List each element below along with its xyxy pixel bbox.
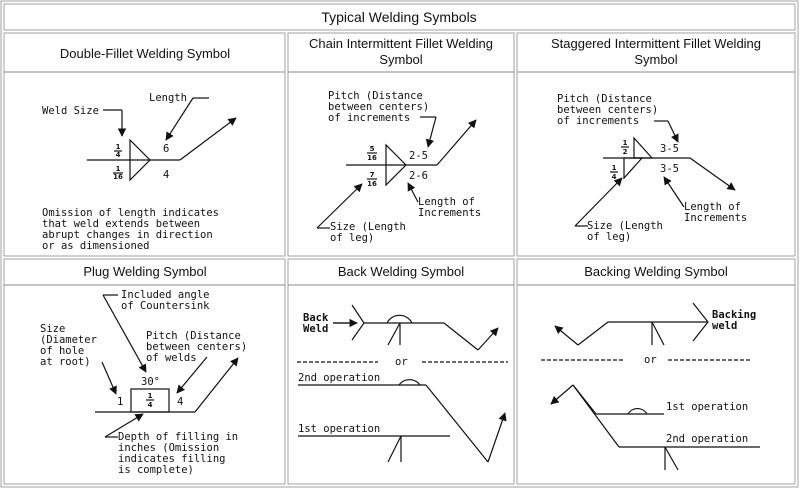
length-label-1: Length of	[418, 196, 475, 208]
pitch-label-2: between centers)	[557, 104, 658, 116]
size-label-2: (Diameter	[40, 334, 97, 346]
header-staggered-line2: Symbol	[634, 52, 677, 67]
length-label-2: Increments	[684, 212, 747, 224]
header-double-fillet: Double-Fillet Welding Symbol	[60, 46, 230, 61]
header-staggered-line1: Staggered Intermittent Fillet Welding	[551, 36, 761, 51]
header-back: Back Welding Symbol	[338, 264, 464, 279]
second-operation-label: 2nd operation	[666, 433, 748, 445]
size-label-4: at root)	[40, 356, 91, 368]
svg-text:4: 4	[612, 173, 617, 181]
depth-label-4: is complete)	[118, 464, 194, 476]
top-length-value: 6	[163, 143, 169, 155]
header-chain-line1: Chain Intermittent Fillet Welding	[309, 36, 493, 51]
length-label-2: Increments	[418, 207, 481, 219]
note-line-2: that weld extends between	[42, 218, 200, 230]
top-dimension: 2-5	[409, 150, 428, 162]
size-label-2: of leg)	[587, 231, 631, 243]
svg-text:1: 1	[116, 143, 121, 151]
length-label-1: Length of	[684, 201, 741, 213]
plug-welding-diagram: Included angle of Countersink Size (Diam…	[40, 289, 247, 476]
pitch-label-1: Pitch (Distance	[146, 330, 241, 342]
note-line-1: Omission of length indicates	[42, 207, 219, 219]
countersink-angle: 30°	[141, 376, 160, 388]
backing-weld-label-1: Backing	[712, 309, 756, 321]
header-chain-line2: Symbol	[379, 52, 422, 67]
cell-double-fillet	[3, 32, 286, 257]
size-label-1: Size	[40, 323, 65, 335]
size-value: 1	[117, 396, 123, 408]
included-angle-1: Included angle	[121, 289, 210, 301]
svg-text:1: 1	[612, 164, 617, 172]
header-plug: Plug Welding Symbol	[83, 264, 206, 279]
bottom-length-value: 4	[163, 169, 169, 181]
table-title: Typical Welding Symbols	[321, 9, 476, 25]
svg-text:4: 4	[148, 401, 153, 409]
depth-label-1: Depth of filling in	[118, 431, 238, 443]
svg-text:7: 7	[370, 171, 375, 179]
pitch-value: 4	[177, 396, 183, 408]
depth-label-3: indicates filling	[118, 453, 225, 465]
svg-text:16: 16	[113, 173, 123, 181]
pitch-label-2: between centers)	[146, 341, 247, 353]
length-label: Length	[149, 92, 187, 104]
svg-text:2: 2	[623, 148, 628, 156]
staggered-intermittent-diagram: Pitch (Distance between centers) of incr…	[557, 93, 747, 243]
backing-welding-diagram: Backing weld or 1st operation 2nd operat…	[541, 302, 760, 471]
weld-size-label: Weld Size	[42, 105, 99, 117]
svg-text:16: 16	[367, 180, 377, 188]
svg-text:1: 1	[623, 139, 628, 147]
double-fillet-diagram: Weld Size Length 1 4 6 1 16 4 Omission o…	[42, 92, 237, 252]
title-cell	[3, 3, 796, 31]
backing-weld-label-2: weld	[712, 320, 737, 332]
pitch-label-3: of welds	[146, 352, 197, 364]
back-weld-label-1: Back	[303, 312, 329, 324]
depth-label-2: inches (Omission	[118, 442, 219, 454]
chain-intermittent-diagram: Pitch (Distance between centers) of incr…	[316, 90, 481, 244]
size-label-1: Size (Length	[587, 220, 663, 232]
top-dimension: 3-5	[660, 143, 679, 155]
note-line-4: or as dimensioned	[42, 240, 149, 252]
svg-text:1: 1	[116, 165, 121, 173]
header-backing: Backing Welding Symbol	[584, 264, 728, 279]
size-label-1: Size (Length	[330, 221, 406, 233]
included-angle-2: of Countersink	[121, 300, 210, 312]
first-operation-label: 1st operation	[666, 401, 748, 413]
size-label-3: of hole	[40, 345, 84, 357]
cell-staggered-intermittent	[516, 32, 796, 257]
back-weld-label-2: Weld	[303, 323, 328, 335]
pitch-label-3: of increments	[557, 115, 639, 127]
pitch-label-3: of increments	[328, 112, 410, 124]
second-operation-label: 2nd operation	[298, 372, 380, 384]
bottom-dimension: 3-5	[660, 163, 679, 175]
note-line-3: abrupt changes in direction	[42, 229, 213, 241]
first-operation-label: 1st operation	[298, 423, 380, 435]
svg-text:5: 5	[370, 145, 375, 153]
pitch-label-1: Pitch (Distance	[328, 90, 423, 102]
bottom-dimension: 2-6	[409, 170, 428, 182]
pitch-label-1: Pitch (Distance	[557, 93, 652, 105]
size-label-2: of leg)	[330, 232, 374, 244]
svg-text:16: 16	[367, 154, 377, 162]
svg-text:4: 4	[116, 151, 121, 159]
back-welding-diagram: Back Weld or 2nd operation 1st operation	[297, 304, 508, 463]
or-divider: or	[644, 354, 657, 366]
or-divider: or	[395, 356, 408, 368]
cell-backing	[516, 258, 796, 485]
svg-text:1: 1	[148, 392, 153, 400]
pitch-label-2: between centers)	[328, 101, 429, 113]
